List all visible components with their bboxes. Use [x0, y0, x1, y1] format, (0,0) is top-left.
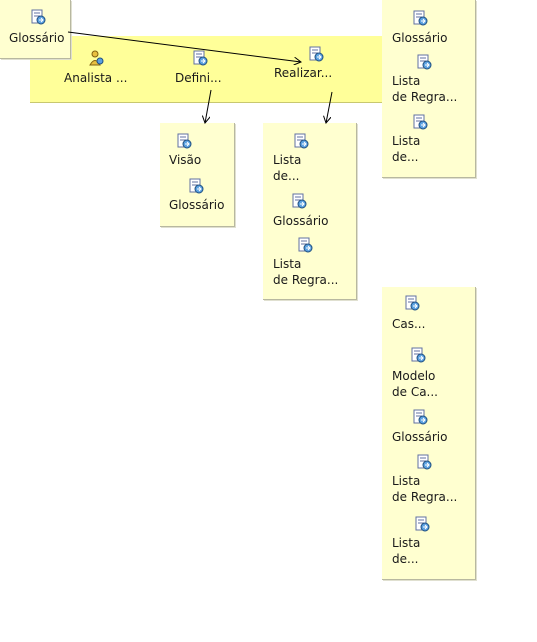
artifact-icon — [416, 54, 432, 70]
artifact-label[interactable]: Glossário — [392, 430, 448, 444]
artifact-icon — [188, 178, 204, 194]
role-icon — [88, 50, 104, 66]
artifact-label[interactable]: Glossário — [392, 31, 448, 45]
artifact-group-bottom-right: Cas... Modelo de Ca... Glossário Lista d… — [382, 287, 476, 580]
artifact-label[interactable]: Glossário — [169, 198, 225, 212]
artifact-label[interactable]: Visão — [169, 153, 202, 167]
artifact-label[interactable]: Lista de... — [273, 153, 302, 183]
task-label: Analista ... — [64, 71, 128, 85]
artifact-group-top-right: Glossário Lista de Regra... Lista de... — [382, 0, 476, 178]
artifact-label[interactable]: Glossário — [273, 214, 329, 228]
artifact-icon — [291, 193, 307, 209]
task-analista[interactable]: Analista ... — [62, 48, 142, 88]
input-artifact-box[interactable]: Glossário — [0, 0, 71, 59]
artifact-label[interactable]: Lista de Regra... — [392, 474, 458, 504]
artifact-icon — [414, 516, 430, 532]
artifact-icon — [412, 10, 428, 26]
task-label: Defini... — [175, 71, 222, 85]
artifact-label[interactable]: Cas... — [392, 317, 426, 331]
artifact-icon — [416, 454, 432, 470]
artifact-icon — [404, 295, 420, 311]
task-realizar[interactable]: Realizar... — [272, 44, 342, 84]
artifact-label[interactable]: Lista de... — [392, 134, 421, 164]
task-icon — [192, 50, 208, 66]
artifact-label[interactable]: Lista de Regra... — [392, 74, 458, 104]
artifact-icon — [293, 133, 309, 149]
artifact-label: Glossário — [9, 31, 65, 45]
artifact-group-defini: Visão Glossário — [160, 123, 235, 227]
task-icon — [308, 46, 324, 62]
artifact-icon — [410, 347, 426, 363]
task-label: Realizar... — [274, 66, 333, 80]
artifact-icon — [412, 114, 428, 130]
artifact-icon — [30, 9, 46, 25]
artifact-label[interactable]: Lista de... — [392, 536, 421, 566]
task-defini[interactable]: Defini... — [172, 48, 232, 88]
artifact-icon — [176, 133, 192, 149]
artifact-group-realizar: Lista de... Glossário Lista de Regra... — [263, 123, 357, 300]
artifact-label[interactable]: Modelo de Ca... — [392, 369, 438, 399]
artifact-icon — [412, 409, 428, 425]
artifact-label[interactable]: Lista de Regra... — [273, 257, 339, 287]
artifact-icon — [297, 237, 313, 253]
